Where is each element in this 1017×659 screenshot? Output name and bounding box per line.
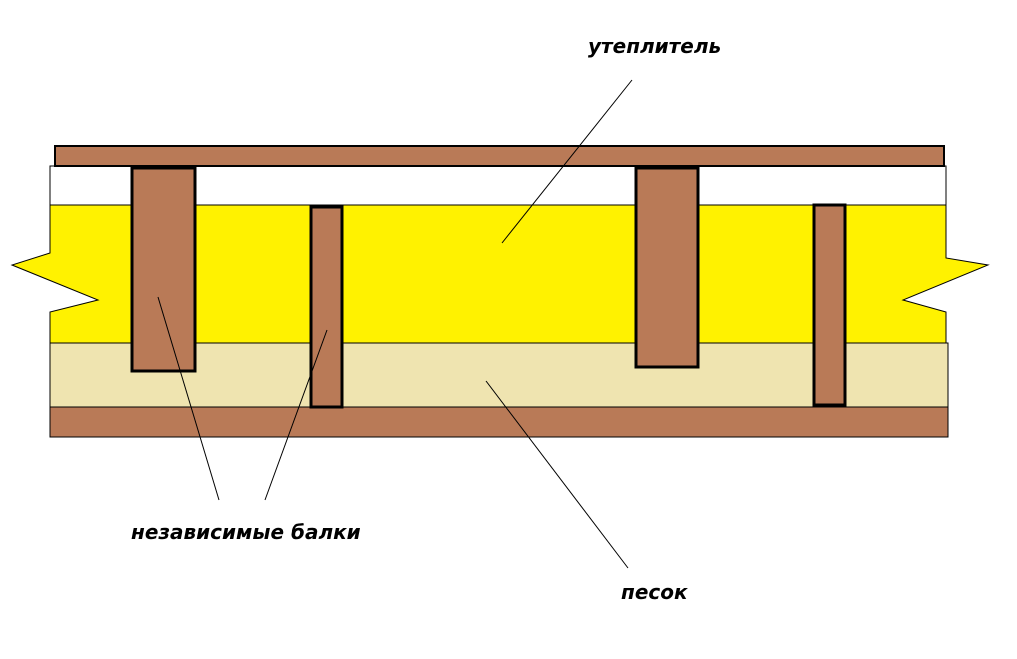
label-independent-beams: независимые балки	[131, 520, 361, 544]
label-insulation: утеплитель	[588, 34, 721, 58]
insulation-layer	[10, 204, 990, 344]
label-sand: песок	[621, 580, 688, 604]
leader-line-beam-left	[157, 296, 220, 501]
sand-layer	[49, 342, 949, 408]
leader-line-insulation	[501, 79, 633, 244]
air-gap	[49, 165, 947, 206]
joist-left	[130, 166, 197, 373]
independent-beam-right	[812, 203, 847, 407]
joist-right	[634, 166, 700, 369]
top-floor-board	[54, 145, 945, 167]
bottom-board	[49, 406, 949, 438]
independent-beam-left	[309, 205, 344, 409]
leader-line-beam-right	[264, 329, 328, 501]
leader-line-sand	[485, 380, 629, 569]
